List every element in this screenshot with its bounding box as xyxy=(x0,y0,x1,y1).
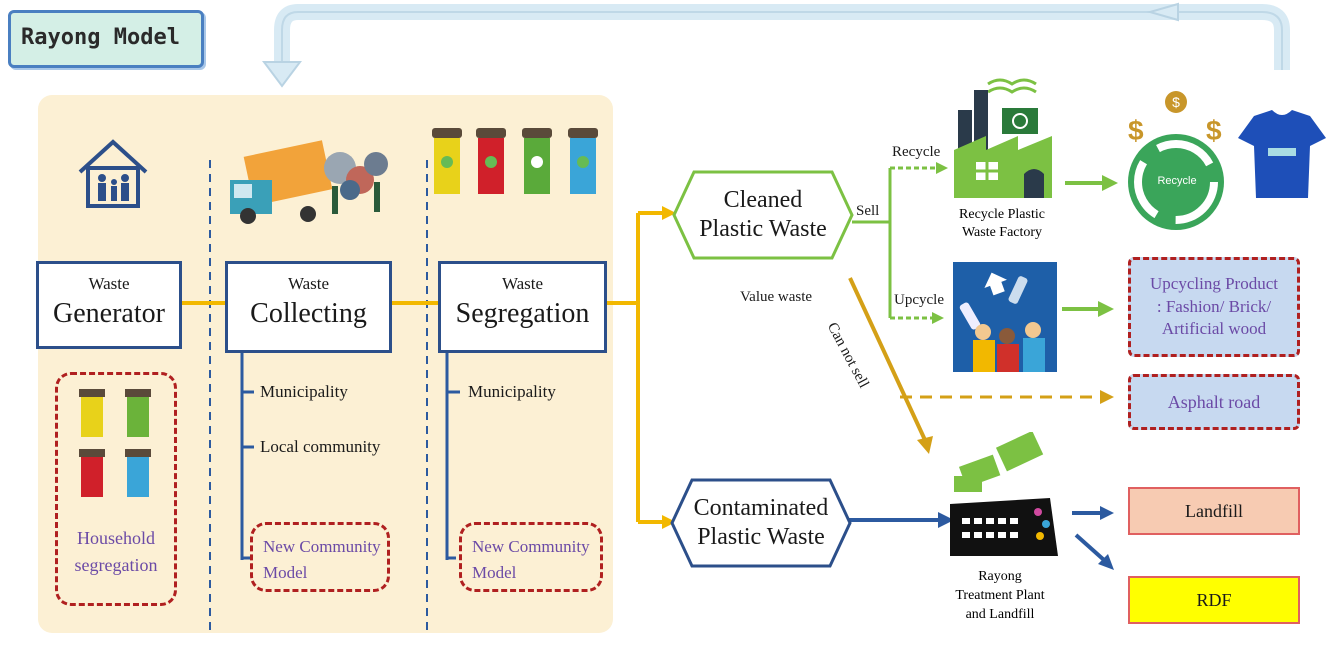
factory-line1: Recycle Plastic xyxy=(959,207,1045,222)
upcycle-label: Upcycle xyxy=(894,292,944,308)
factory-caption: Recycle Plastic Waste Factory xyxy=(944,206,1060,241)
tshirt-icon xyxy=(1238,110,1326,198)
segregation-bins-icon xyxy=(432,128,598,194)
stage-waste-segregation: Waste Segregation xyxy=(438,261,607,353)
cleaned-line2: Plastic Waste xyxy=(699,216,827,242)
upcycle-people-icon xyxy=(953,262,1057,372)
svg-text:$: $ xyxy=(1206,115,1222,146)
stage-segregation-big: Segregation xyxy=(455,298,590,329)
ncm-collecting-line1: New Community xyxy=(263,537,381,556)
recycle-factory-icon xyxy=(954,78,1052,198)
ncm-segregation-line1: New Community xyxy=(472,537,590,556)
landfill-box: Landfill xyxy=(1128,487,1300,535)
treatment-line1: Rayong xyxy=(978,569,1022,584)
stage-waste-collecting: Waste Collecting xyxy=(225,261,392,353)
cleaned-plastic-waste-node: Cleaned Plastic Waste xyxy=(672,170,854,260)
diagram-title: Rayong Model xyxy=(8,10,204,68)
household-segregation-box: Household segregation xyxy=(55,372,177,606)
contaminated-line1: Contaminated xyxy=(693,495,829,522)
svg-text:$: $ xyxy=(1128,115,1144,146)
new-community-model-segregation: New Community Model xyxy=(459,522,603,592)
contaminated-plastic-waste-node: Contaminated Plastic Waste xyxy=(670,478,852,568)
collecting-item-municipality: Municipality xyxy=(260,382,348,401)
return-arrow-head xyxy=(262,61,302,88)
asphalt-road-box: Asphalt road xyxy=(1128,374,1300,430)
stage-collecting-small: Waste xyxy=(287,274,330,293)
treatment-plant-icon xyxy=(950,432,1058,556)
ncm-collecting-line2: Model xyxy=(263,563,308,582)
stage-waste-generator: Waste Generator xyxy=(36,261,182,349)
sell-label: Sell xyxy=(856,203,880,219)
household-line2: segregation xyxy=(74,555,158,575)
garbage-truck-icon xyxy=(230,140,388,224)
house-family-icon xyxy=(78,139,148,208)
recycle-label: Recycle xyxy=(892,144,941,160)
upcycling-product-box: Upcycling Product : Fashion/ Brick/ Arti… xyxy=(1128,257,1300,357)
svg-text:$: $ xyxy=(1172,94,1180,110)
cleaned-line1: Cleaned xyxy=(723,187,803,214)
contaminated-line2: Plastic Waste xyxy=(697,524,825,550)
household-line1: Household xyxy=(77,528,155,548)
ncm-segregation-line2: Model xyxy=(472,563,517,582)
household-bins-icon xyxy=(79,389,151,497)
new-community-model-collecting: New Community Model xyxy=(250,522,390,592)
rdf-box: RDF xyxy=(1128,576,1300,624)
upcycling-line1: Upcycling Product xyxy=(1150,273,1278,293)
upcycling-line2: : Fashion/ Brick/ xyxy=(1156,296,1272,316)
recycle-badge-label: Recycle xyxy=(1157,175,1197,187)
factory-line2: Waste Factory xyxy=(961,224,1043,240)
upcycling-line3: Artificial wood xyxy=(1161,319,1267,339)
value-waste-label: Value waste xyxy=(740,289,813,305)
stage-generator-big: Generator xyxy=(53,298,165,329)
return-arrow-band xyxy=(274,3,1290,70)
stage-collecting-big: Collecting xyxy=(250,298,367,329)
recycle-money-icon: $ $ $ xyxy=(1128,91,1224,230)
stage-generator-small: Waste xyxy=(88,274,130,293)
stage-segregation-small: Waste xyxy=(501,274,544,293)
treatment-caption: Rayong Treatment Plant and Landfill xyxy=(930,568,1070,625)
treatment-line2: Treatment Plant xyxy=(955,587,1045,603)
collecting-item-local-community: Local community xyxy=(260,437,381,456)
segregation-item-municipality: Municipality xyxy=(468,382,556,401)
treatment-line3: and Landfill xyxy=(965,606,1035,622)
